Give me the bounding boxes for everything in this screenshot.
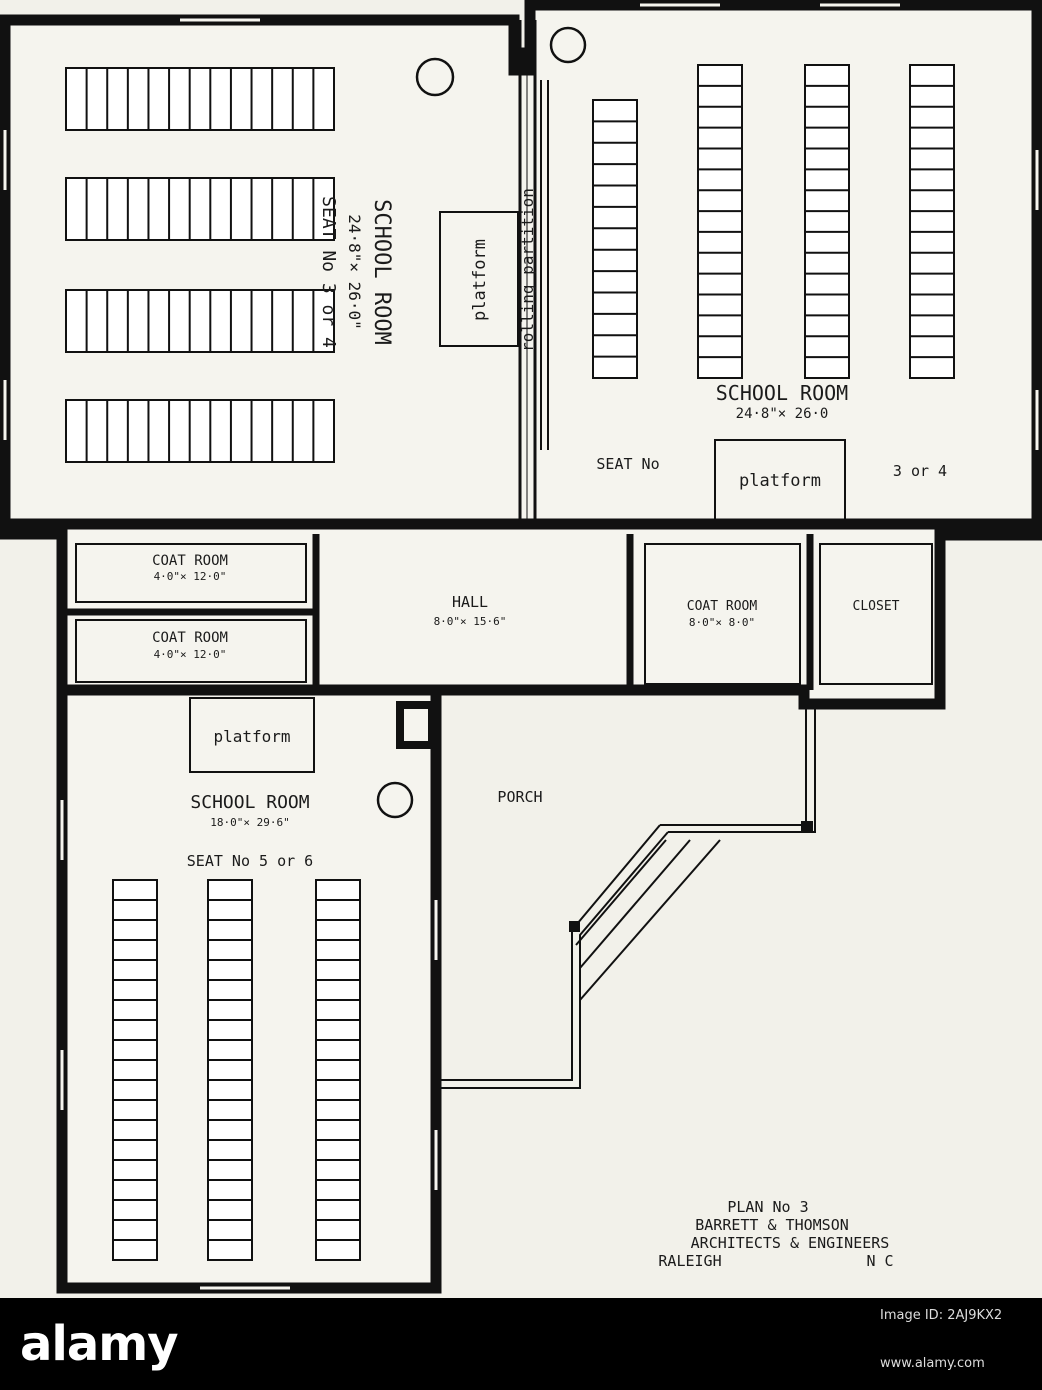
desk-row	[65, 177, 335, 241]
stove-circles	[376, 26, 587, 819]
room-labels: SCHOOL ROOM 24·8"× 26·0" SEAT No 3 or 4 …	[152, 188, 947, 870]
school-room-2-seat-no: SEAT No	[596, 455, 659, 473]
coat-room-1-size: 4·0"× 12·0"	[154, 570, 227, 583]
image-url-text: www.alamy.com	[880, 1356, 985, 1371]
hall-size: 8·0"× 15·6"	[434, 615, 507, 628]
porch-outline	[440, 700, 816, 1089]
desk-row	[65, 67, 335, 131]
floor-plan-drawing: SCHOOL ROOM 24·8"× 26·0" SEAT No 3 or 4 …	[0, 0, 1042, 1298]
platforms	[189, 211, 846, 773]
caption-line-2: BARRETT & THOMSON	[695, 1216, 849, 1234]
porch-name: PORCH	[497, 788, 542, 806]
platform-label-1: platform	[470, 239, 490, 321]
desk-rows	[65, 64, 955, 1261]
caption-line-3: ARCHITECTS & ENGINEERS	[691, 1234, 890, 1252]
coat-room-boxes	[75, 543, 933, 685]
window-marks	[3, 3, 1039, 1290]
school-room-3-size: 18·0"× 29·6"	[210, 816, 289, 829]
rolling-partition	[540, 80, 549, 450]
rolling-partition-label: rolling partition	[518, 188, 537, 352]
hall-name: HALL	[452, 593, 488, 611]
school-room-3-seat: SEAT No 5 or 6	[187, 852, 313, 870]
coat-room-2-size: 4·0"× 12·0"	[154, 648, 227, 661]
caption-line-1: PLAN No 3	[727, 1198, 808, 1216]
school-room-2-seat-alt: 3 or 4	[893, 462, 947, 480]
school-room-3-name: SCHOOL ROOM	[190, 792, 309, 813]
desk-column	[315, 879, 361, 1261]
desk-column	[697, 64, 743, 379]
platform-label-2: platform	[739, 471, 821, 491]
desk-column	[909, 64, 955, 379]
caption-line-4b: N C	[866, 1252, 893, 1270]
school-room-1-size: 24·8"× 26·0"	[345, 214, 364, 330]
alamy-logo: alamy	[20, 1316, 179, 1372]
closet-name: CLOSET	[853, 599, 900, 614]
desk-row	[65, 289, 335, 353]
plan-caption: PLAN No 3 BARRETT & THOMSON ARCHITECTS &…	[658, 1198, 893, 1270]
school-room-1-name: SCHOOL ROOM	[369, 199, 394, 345]
desk-column	[207, 879, 253, 1261]
interior-walls	[5, 20, 1037, 749]
desk-column	[592, 99, 638, 379]
platform-label-3: platform	[213, 727, 290, 746]
school-room-2-name: SCHOOL ROOM	[716, 381, 848, 405]
coat-room-3-name: COAT ROOM	[687, 599, 758, 614]
caption-line-4: RALEIGH	[658, 1252, 721, 1270]
school-room-2-size: 24·8"× 26·0	[736, 406, 829, 422]
coat-room-1-name: COAT ROOM	[152, 553, 228, 569]
desk-row	[65, 399, 335, 463]
coat-room-2-name: COAT ROOM	[152, 630, 228, 646]
desk-column	[804, 64, 850, 379]
coat-room-3-size: 8·0"× 8·0"	[689, 616, 755, 629]
school-room-1-seat: SEAT No 3 or 4	[318, 196, 339, 348]
watermark-bar: alamy Image ID: 2AJ9KX2 www.alamy.com	[0, 1298, 1042, 1390]
desk-column	[112, 879, 158, 1261]
image-id-text: Image ID: 2AJ9KX2	[880, 1308, 1003, 1323]
